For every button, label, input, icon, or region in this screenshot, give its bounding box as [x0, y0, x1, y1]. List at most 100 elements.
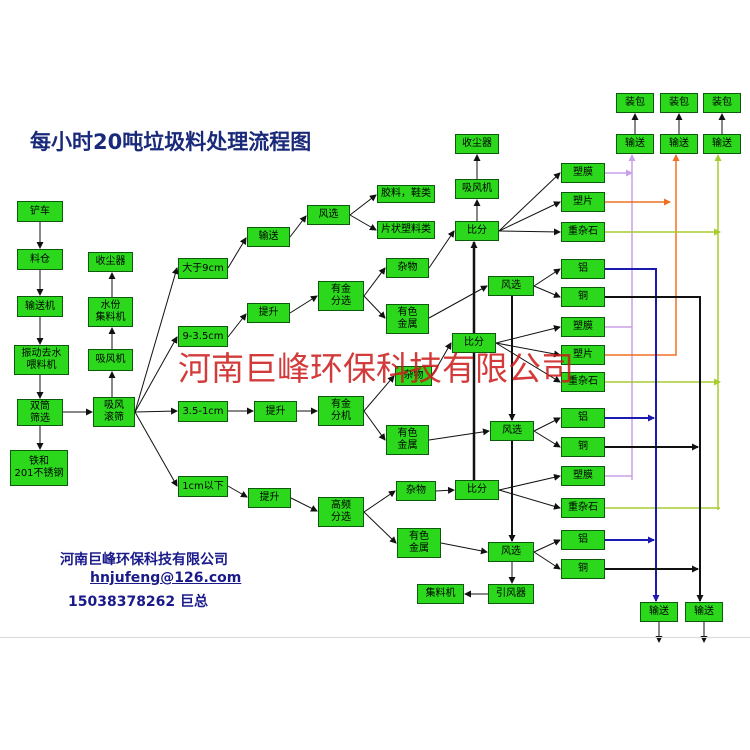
node-zhuangbao-1: 装包	[616, 93, 654, 113]
node-r35-1: 3.5-1cm	[178, 401, 228, 422]
node-fengxuan-3: 风选	[490, 421, 534, 441]
connector-line	[349, 214, 377, 231]
connector-line	[431, 342, 452, 377]
node-tong-3: 铜	[561, 559, 605, 579]
node-pianzhuang: 片状塑料类	[377, 221, 435, 239]
node-dayu9: 大于9cm	[178, 258, 228, 279]
node-gaopin: 高频 分选	[318, 497, 364, 527]
node-fengxuan-1: 风选	[307, 205, 350, 225]
node-zawu-1: 杂物	[386, 258, 429, 278]
node-shusong-top-2: 输送	[660, 134, 698, 154]
connector-line	[605, 268, 660, 602]
node-shusong-bot-1: 输送	[640, 602, 678, 622]
node-shouchenqi-1: 收尘器	[88, 252, 133, 272]
node-zhongzashi-3: 重杂石	[561, 498, 605, 518]
node-tong-2: 铜	[561, 437, 605, 457]
connector-line	[363, 511, 397, 544]
connector-line	[498, 172, 561, 232]
connector-line	[349, 194, 377, 216]
node-bifen-1: 比分	[455, 221, 499, 241]
node-zhuangbao-2: 装包	[660, 93, 698, 113]
bottom-divider	[0, 637, 750, 638]
diagram-title: 每小时20吨垃圾料处理流程图	[30, 130, 312, 154]
node-youse-3: 有色 金属	[397, 528, 441, 558]
connector-line	[363, 410, 386, 441]
node-xifeng-tuozhang: 吸风 滚筛	[93, 397, 135, 427]
connector-line	[134, 407, 178, 415]
node-bifen-3: 比分	[455, 480, 499, 500]
connector-line	[428, 428, 490, 441]
connector-line	[134, 336, 178, 413]
node-zhongzashi-2: 重杂石	[561, 372, 605, 392]
node-liaocang: 料仓	[17, 249, 63, 270]
connector-line	[289, 215, 307, 238]
connector-line	[134, 411, 178, 487]
connector-line	[495, 342, 561, 358]
connector-line	[533, 417, 561, 432]
node-lv-3: 铝	[561, 530, 605, 550]
node-tie: 铁和 201不锈钢	[10, 450, 68, 486]
connector-line	[533, 285, 561, 298]
node-tisheng-3: 提升	[248, 488, 291, 508]
node-zhendong: 振动去水 喂料机	[14, 345, 69, 375]
node-xifengji-2: 吸风机	[455, 179, 499, 199]
connector-line	[495, 325, 561, 344]
connector-line	[533, 539, 561, 553]
node-shusongji: 输送机	[17, 296, 63, 317]
connector-line	[498, 473, 561, 491]
node-xifengji-1: 吸风机	[88, 349, 133, 371]
node-shuifen: 水份 集料机	[88, 297, 133, 327]
connector-line	[605, 154, 680, 356]
connector-line	[363, 490, 396, 513]
node-lv-1: 铝	[561, 259, 605, 279]
node-r1cm: 1cm以下	[178, 476, 228, 497]
node-zawu-2: 杂物	[395, 366, 432, 386]
connector-line	[227, 485, 248, 498]
connector-line	[428, 285, 488, 319]
node-sumo-2: 塑膜	[561, 317, 605, 337]
node-youjin-1: 有金 分选	[318, 281, 364, 311]
connector-line	[498, 489, 561, 510]
node-r9-35: 9-3.5cm	[178, 326, 228, 347]
connector-line	[498, 201, 561, 232]
node-jiaoliao: 胶料，鞋类	[377, 185, 435, 203]
contact-email[interactable]: hnjufeng@126.com	[90, 570, 242, 586]
connector-line	[363, 267, 386, 297]
node-fengxuan-2: 风选	[488, 276, 534, 296]
node-shouchenqi-2: 收尘器	[455, 134, 499, 154]
node-shusong-bot-2: 输送	[685, 602, 723, 622]
connector-line	[435, 486, 455, 494]
node-shusong-2: 输送	[247, 227, 290, 247]
node-shusong-top-1: 输送	[616, 134, 654, 154]
connector-line	[498, 228, 561, 236]
node-tong-1: 铜	[561, 287, 605, 307]
contact-phone: 15038378262 巨总	[68, 594, 209, 610]
connector-line	[533, 551, 561, 570]
contact-company: 河南巨峰环保科技有限公司	[60, 552, 228, 568]
node-supian-2: 塑片	[561, 345, 605, 365]
node-chanche: 铲车	[17, 201, 63, 222]
connector-line	[428, 230, 455, 269]
connector-line	[533, 268, 561, 287]
node-tisheng-1: 提升	[247, 303, 290, 323]
connector-line	[440, 542, 488, 555]
node-shusong-top-3: 输送	[703, 134, 741, 154]
node-zhuangbao-3: 装包	[703, 93, 741, 113]
connector-line	[363, 375, 395, 412]
node-bifen-2: 比分	[452, 333, 496, 353]
watermark-text: 河南巨峰环保科技有限公司	[178, 349, 574, 388]
node-zhongzashi-1: 重杂石	[561, 222, 605, 242]
node-youse-1: 有色 金属	[386, 304, 429, 334]
node-jiliaoji: 集料机	[417, 584, 464, 604]
node-fengxuan-4: 风选	[488, 542, 534, 562]
connector-line	[289, 295, 318, 314]
connector-line	[290, 497, 318, 512]
connector-line	[605, 296, 704, 602]
node-zawu-3: 杂物	[396, 481, 436, 501]
connector-line	[363, 295, 386, 319]
node-shuangtong: 双筒 筛选	[17, 399, 63, 426]
node-sumo-3: 塑膜	[561, 466, 605, 486]
node-yinfengqi: 引风器	[488, 584, 534, 604]
